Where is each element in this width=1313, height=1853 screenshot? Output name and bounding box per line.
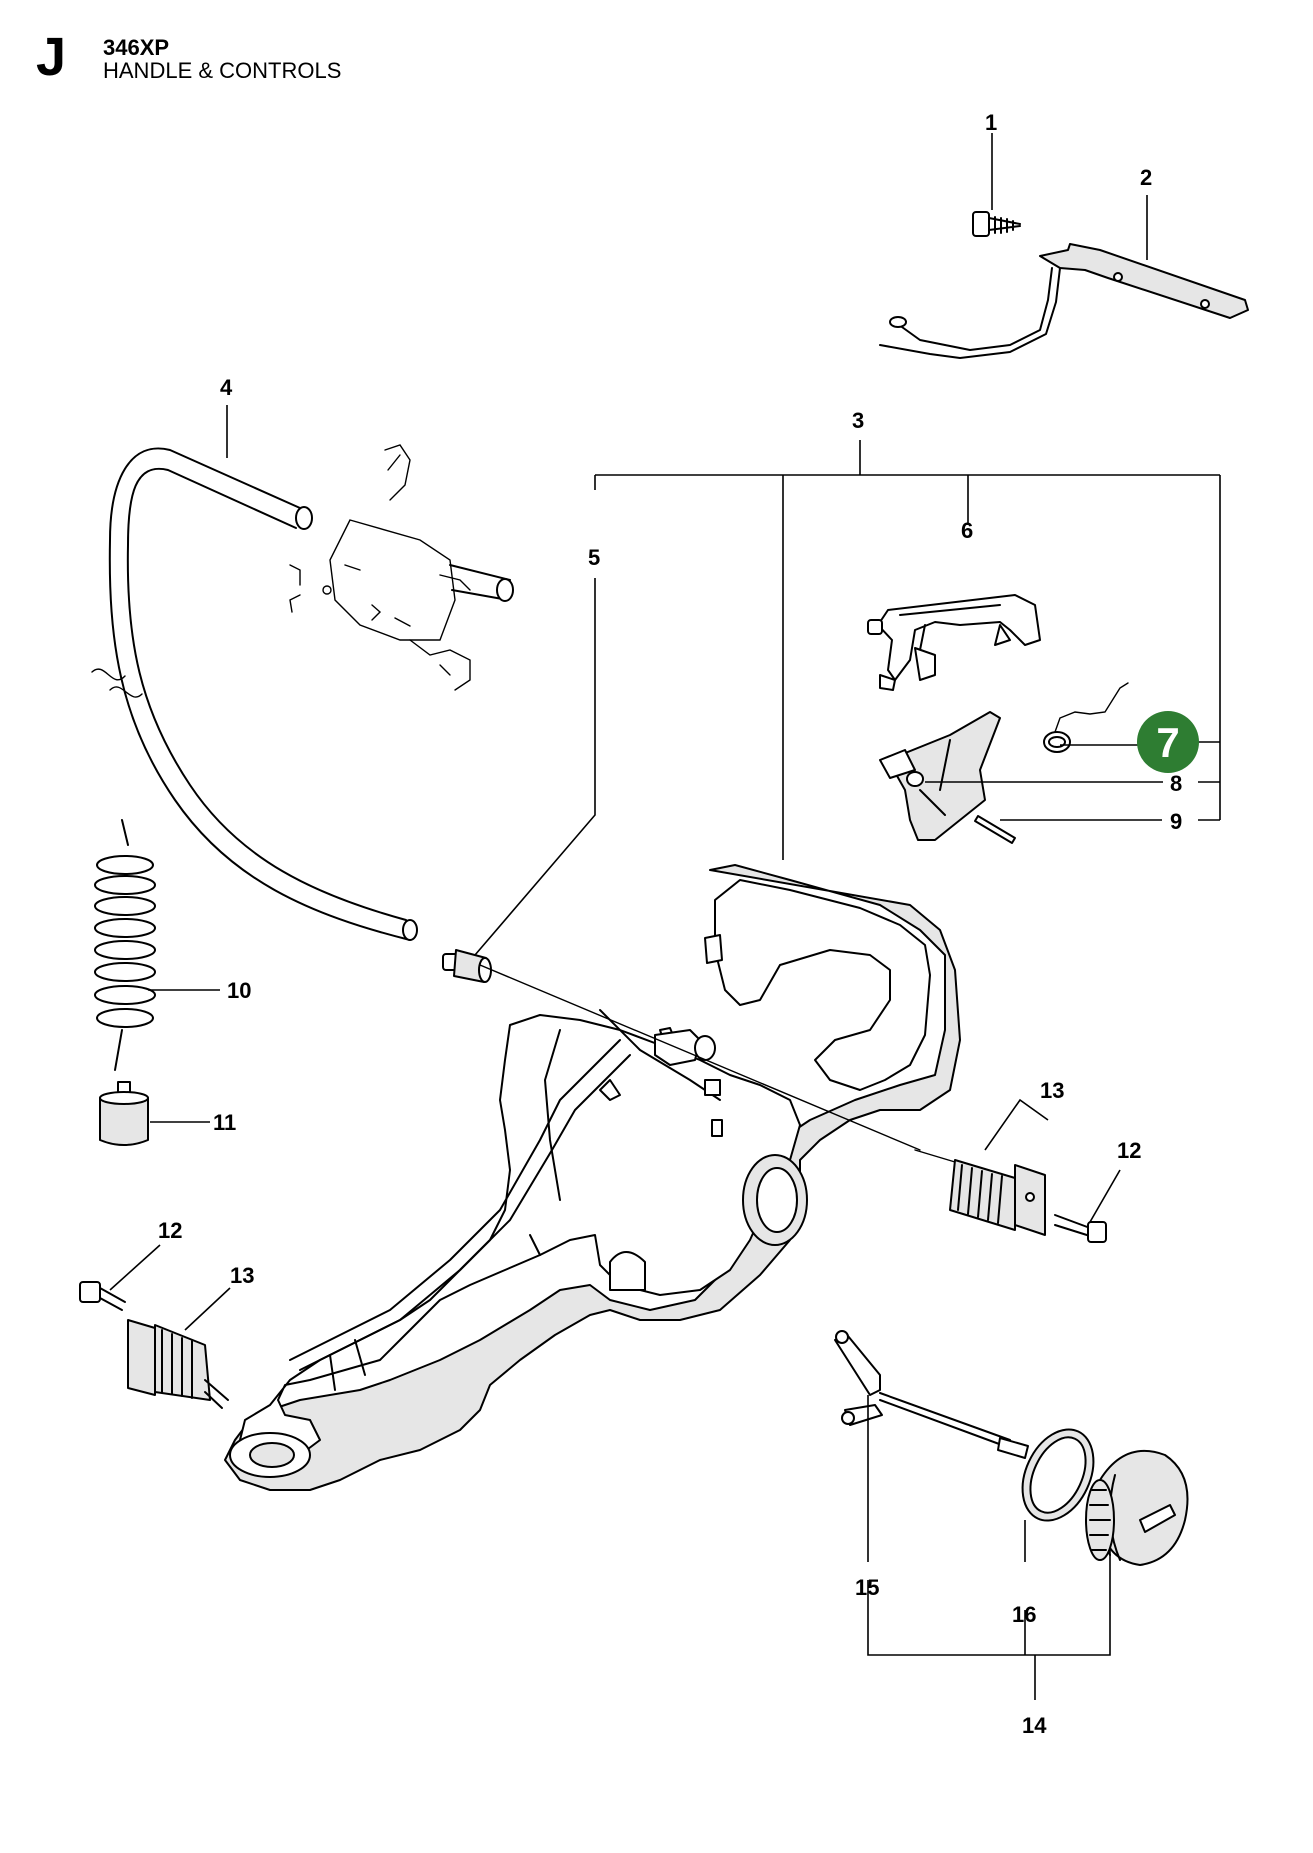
part-10-spring-coil[interactable]: [94, 819, 156, 1071]
highlight-circle: [1137, 711, 1199, 773]
part-6-throttle-lockout[interactable]: [867, 594, 1041, 691]
throttle-rod-line: [479, 964, 921, 1151]
callout-12-right[interactable]: 12: [1117, 1138, 1141, 1163]
callout-11[interactable]: 11: [213, 1110, 236, 1135]
page-title: HANDLE & CONTROLS: [103, 58, 342, 83]
callout-10[interactable]: 10: [227, 978, 251, 1003]
callout-8[interactable]: 8: [1170, 771, 1182, 796]
part-9-pin[interactable]: [974, 815, 1016, 844]
callout-6[interactable]: 6: [961, 518, 973, 543]
callout-3[interactable]: 3: [852, 408, 864, 433]
callout-16[interactable]: 16: [1012, 1602, 1036, 1627]
part-7-spring[interactable]: [1043, 682, 1129, 753]
handle-housing[interactable]: [224, 864, 961, 1491]
callout-12-left[interactable]: 12: [158, 1218, 182, 1243]
callout-5[interactable]: 5: [588, 545, 600, 570]
part-16-o-ring[interactable]: [1009, 1418, 1108, 1532]
callout-1[interactable]: 1: [985, 110, 997, 135]
callout-14[interactable]: 14: [1022, 1713, 1047, 1738]
part-2-bracket[interactable]: [879, 243, 1249, 359]
leader-lines: [109, 133, 1221, 1700]
part-13-vibration-damper-left[interactable]: [127, 1319, 229, 1409]
callout-9[interactable]: 9: [1170, 809, 1182, 834]
callout-4[interactable]: 4: [220, 375, 233, 400]
callout-15[interactable]: 15: [855, 1575, 879, 1600]
part-1-screw[interactable]: [972, 211, 1021, 237]
part-14-fuel-cap[interactable]: [1085, 1449, 1189, 1566]
part-13-vibration-damper-right[interactable]: [914, 1149, 1046, 1236]
callout-13-left[interactable]: 13: [230, 1263, 254, 1288]
part-12-screw-left[interactable]: [79, 1281, 126, 1311]
section-letter: J: [36, 27, 67, 87]
model-number: 346XP: [103, 35, 170, 60]
carburetor-reference-sketch: [289, 444, 514, 691]
callout-labels: 1 2 3 4 5 6 7 8 9 10 11 12 13 12 13 15 1…: [158, 110, 1199, 1738]
part-12-screw-right[interactable]: [1054, 1214, 1107, 1243]
part-4-fuel-hose[interactable]: [91, 447, 418, 941]
part-15-choke-lever[interactable]: [834, 1330, 1029, 1459]
part-8-throttle-trigger[interactable]: [879, 711, 1001, 841]
callout-13-right[interactable]: 13: [1040, 1078, 1064, 1103]
part-11-fuel-filter[interactable]: [99, 1081, 149, 1146]
callout-7-highlighted[interactable]: 7: [1156, 719, 1179, 766]
part-5-grommet[interactable]: [442, 949, 492, 983]
callout-2[interactable]: 2: [1140, 165, 1152, 190]
